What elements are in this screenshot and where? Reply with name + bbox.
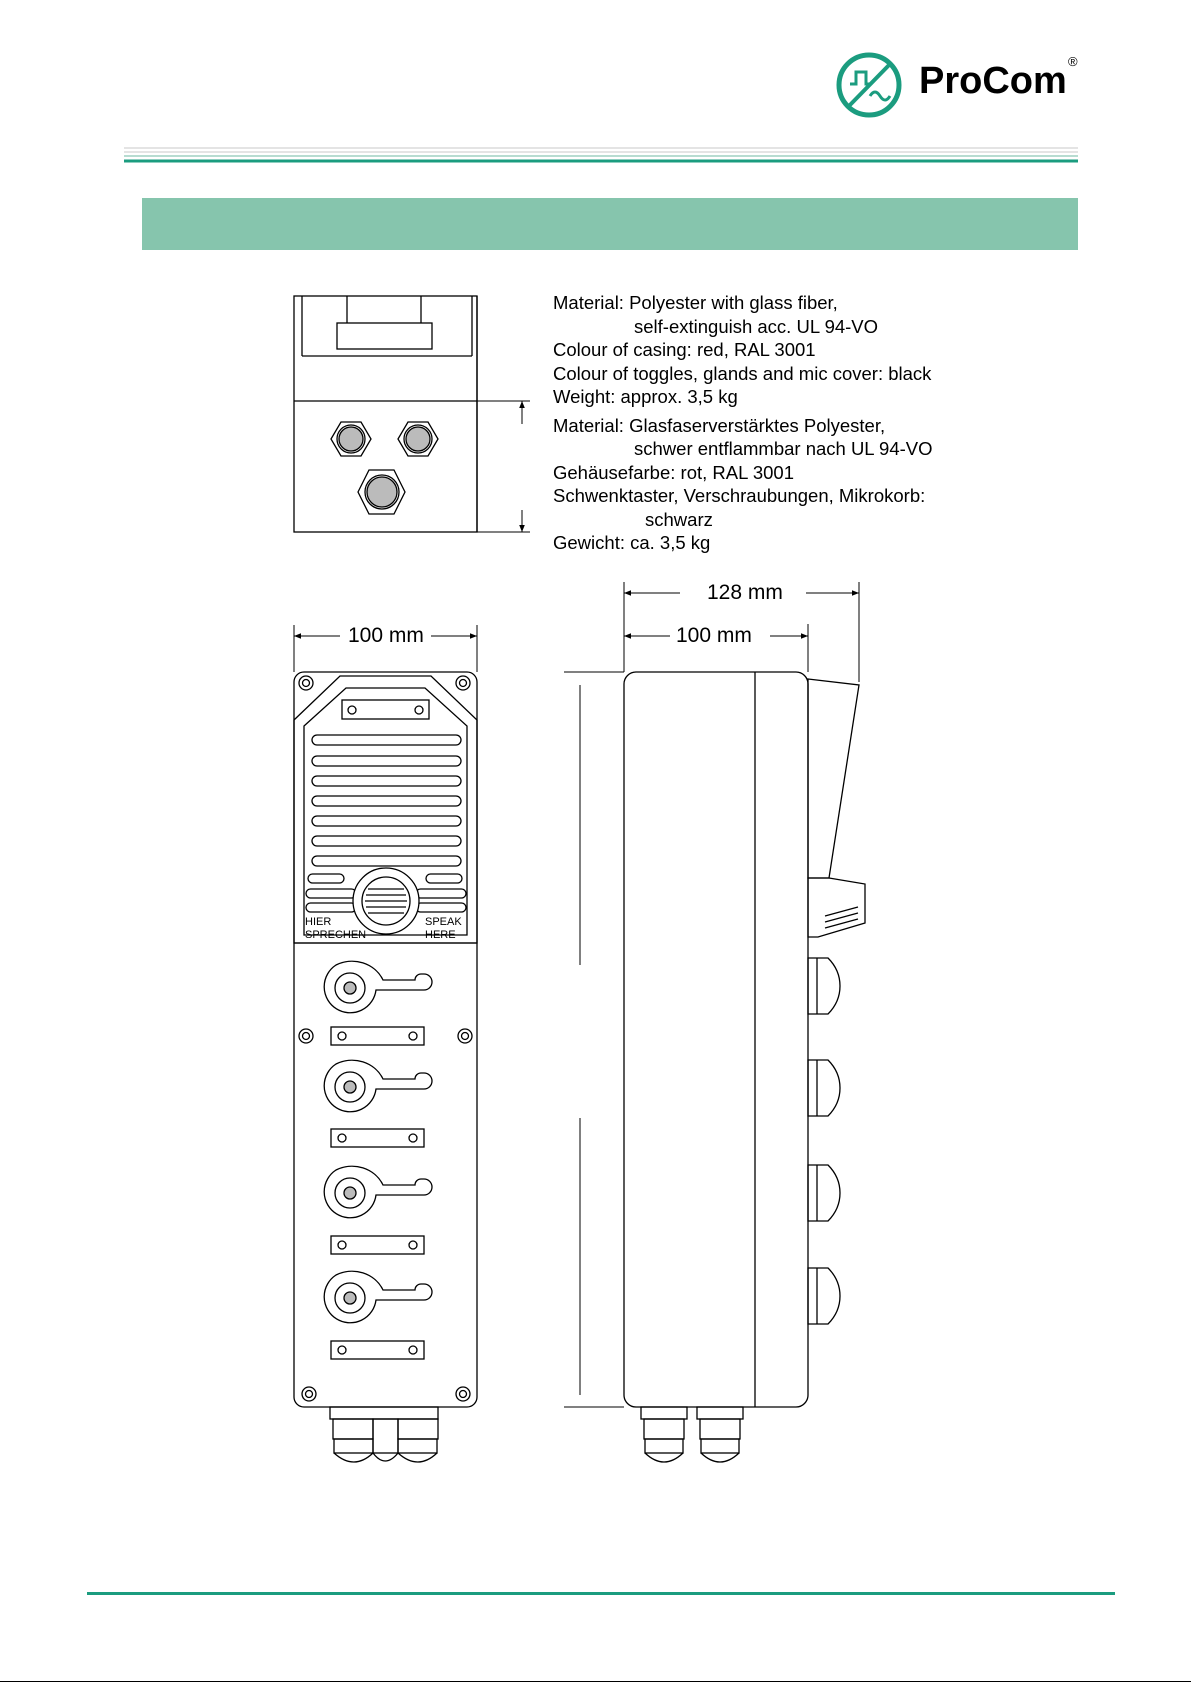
spec-material-en: Material: Polyester with glass fiber, (553, 291, 973, 315)
bottom-view-drawing (293, 295, 530, 533)
spec-colour-toggles: Colour of toggles, glands and mic cover:… (553, 362, 932, 384)
toggle-2 (323, 1059, 433, 1148)
toggle-3 (323, 1165, 433, 1255)
header-rule (124, 147, 1078, 163)
page-bottom-rule (0, 1681, 1191, 1682)
side-body-depth-label: 100 mm (672, 624, 756, 648)
label-line: SPRECHEN (305, 929, 367, 941)
spec-material-en-2: self-extinguish acc. UL 94-VO (634, 315, 879, 337)
spec-label: Material: (553, 414, 624, 436)
spec-schwenktaster: Schwenktaster, Verschraubungen, Mikrokor… (553, 485, 926, 506)
spec-gehaeusefarbe: Gehäusefarbe: rot, RAL 3001 (553, 461, 794, 483)
spec-material-de: Material: Glasfaserverstärktes Polyester… (553, 414, 973, 438)
footer-rule (87, 1592, 1115, 1595)
registered-mark: ® (1068, 54, 1078, 69)
speak-here-de-label: HIER SPRECHEN (305, 916, 366, 942)
spec-schwenktaster-2: schwarz (645, 508, 713, 530)
front-width-label: 100 mm (344, 624, 428, 648)
label-line: HERE (425, 929, 456, 941)
spec-value: Polyester with glass fiber, (629, 292, 838, 313)
side-total-depth-label: 128 mm (703, 581, 787, 605)
spec-value: Glasfaserverstärktes Polyester, (629, 414, 886, 436)
specifications: Material: Polyester with glass fiber, se… (553, 291, 973, 555)
toggle-1 (323, 960, 433, 1046)
front-view-drawing (293, 625, 478, 1463)
spec-gewicht: Gewicht: ca. 3,5 kg (553, 532, 711, 553)
brand-name: ProCom (919, 60, 1067, 102)
toggle-4 (323, 1270, 433, 1360)
label-line: HIER (305, 916, 332, 928)
label-line: SPEAK (425, 916, 462, 928)
spec-weight: Weight: approx. 3,5 kg (553, 386, 738, 407)
spec-material-de-2: schwer entflammbar nach UL 94-VO (634, 438, 933, 459)
spec-colour-casing: Colour of casing: red, RAL 3001 (553, 339, 816, 360)
speak-here-en-label: SPEAK HERE (425, 916, 462, 942)
section-title-bar (142, 198, 1078, 250)
spec-label: Material: (553, 292, 624, 313)
side-view-drawing (564, 582, 866, 1463)
signal-wave-logo-icon (836, 52, 902, 118)
procom-logo: ProCom ® (836, 50, 1086, 120)
